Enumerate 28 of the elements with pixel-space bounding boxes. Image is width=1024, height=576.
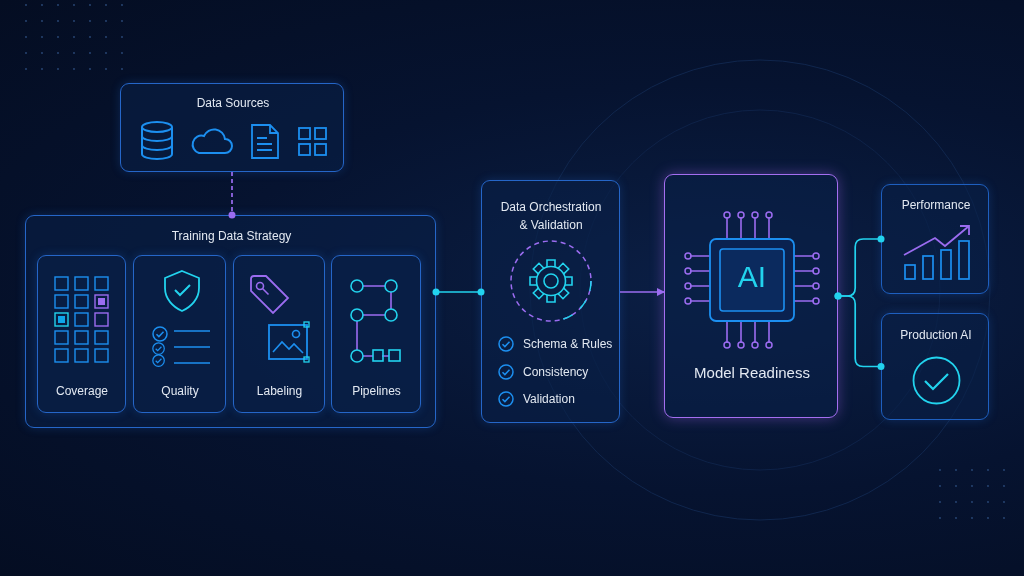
connector bbox=[228, 171, 236, 219]
connector bbox=[834, 292, 885, 370]
checklist-item: Schema & Rules bbox=[523, 337, 614, 352]
feature-card bbox=[132, 254, 226, 413]
panel-title: Data Orchestration & Validation bbox=[499, 199, 603, 234]
panel-title: Model Readiness bbox=[693, 365, 811, 380]
card-label: Performance bbox=[900, 198, 972, 213]
card-label: Quality bbox=[160, 383, 200, 399]
panel-title: Data Sources bbox=[195, 96, 271, 111]
card-label: Labeling bbox=[255, 383, 304, 399]
panel-title: Training Data Strategy bbox=[170, 229, 293, 244]
panel bbox=[481, 180, 620, 423]
feature-card bbox=[330, 254, 421, 413]
checklist-item: Consistency bbox=[523, 365, 590, 380]
panel bbox=[881, 184, 989, 294]
card-label: Production AI bbox=[899, 328, 973, 343]
highlight-panel bbox=[664, 174, 838, 418]
connector bbox=[432, 288, 485, 296]
card-label: Coverage bbox=[55, 383, 109, 399]
chip-label: AI bbox=[736, 260, 768, 294]
card-label: Pipelines bbox=[351, 383, 402, 399]
feature-card bbox=[232, 254, 325, 413]
panel bbox=[25, 215, 436, 428]
feature-card bbox=[36, 254, 126, 413]
panel bbox=[120, 83, 344, 172]
checklist-item: Validation bbox=[523, 392, 576, 407]
arrow bbox=[619, 288, 665, 296]
panel bbox=[881, 313, 989, 420]
